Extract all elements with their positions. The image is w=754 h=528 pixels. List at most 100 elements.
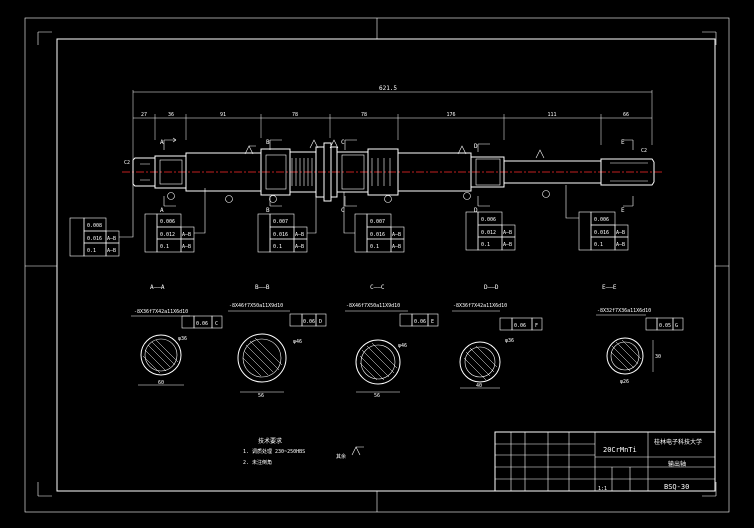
section-a-tol: 0.06 bbox=[196, 321, 208, 327]
section-c-datum: E bbox=[431, 319, 434, 325]
dim-seg7: 111 bbox=[547, 112, 556, 118]
fcf-left-v1: 0.008 bbox=[87, 223, 102, 229]
fcf-b4-v2: 0.012 bbox=[481, 230, 496, 236]
sheet-inner-border bbox=[56, 38, 716, 492]
fcf-b1-v3: 0.1 bbox=[160, 244, 169, 250]
fcf-b4-d3: A–B bbox=[503, 242, 512, 248]
chamfer-left: C2 bbox=[124, 160, 130, 166]
notes-line1: 1. 调质处理 230~250HBS bbox=[243, 448, 305, 455]
section-c-spec: -8X46f7X50a11X9d10 bbox=[346, 303, 400, 309]
notes-heading: 技术要求 bbox=[258, 437, 282, 445]
section-d-tol: 0.06 bbox=[514, 323, 526, 329]
dim-seg5: 78 bbox=[361, 112, 367, 118]
title-scale: 1:1 bbox=[598, 486, 607, 492]
section-b-spec: -8X46f7X50a11X9d10 bbox=[229, 303, 283, 309]
svg-text:C: C bbox=[341, 207, 345, 214]
section-c-width: 56 bbox=[374, 393, 380, 399]
fcf-left-d3: A–B bbox=[107, 248, 116, 254]
section-b-width: 56 bbox=[258, 393, 264, 399]
svg-text:C: C bbox=[341, 139, 345, 146]
fcf-b1-v1: 0.006 bbox=[160, 219, 175, 225]
section-d-datum: F bbox=[535, 323, 538, 329]
technical-notes: 技术要求 1. 调质处理 230~250HBS 2. 未注倒角 其余 bbox=[243, 437, 364, 466]
fcf-b4-d2: A–B bbox=[503, 230, 512, 236]
title-material: 20CrMnTi bbox=[603, 446, 637, 454]
fcf-b3-d2: A–B bbox=[392, 232, 401, 238]
fcf-block-4: 0.006 0.012 0.1 A–B A–B bbox=[465, 211, 516, 251]
fcf-b2-d2: A–B bbox=[295, 232, 304, 238]
fcf-b3-v1: 0.007 bbox=[370, 219, 385, 225]
section-b-tol: 0.06 bbox=[303, 319, 315, 325]
svg-text:D: D bbox=[474, 143, 478, 150]
svg-text:D: D bbox=[474, 207, 478, 214]
section-view-e: E——E -8X32f7X36a11X6d10 0.05 G 30 φ26 bbox=[596, 284, 684, 385]
fcf-b1-d2: A–B bbox=[182, 232, 191, 238]
section-c-dia: φ46 bbox=[398, 343, 407, 349]
dim-seg8: 66 bbox=[623, 112, 629, 118]
fcf-left: 0.008 0.016 0.1 A–B A–B bbox=[69, 184, 134, 257]
section-e-width: 30 bbox=[655, 354, 661, 360]
section-view-d: D——D -8X36f7X42a11X6d10 0.06 F 40 φ36 bbox=[452, 284, 543, 389]
section-a-title: A——A bbox=[150, 284, 165, 291]
section-c-tol: 0.06 bbox=[414, 319, 426, 325]
corner-trim-marks bbox=[25, 18, 729, 512]
fcf-b1-d3: A–B bbox=[182, 244, 191, 250]
shaft-main-view: A A B B C C D D E E bbox=[122, 137, 664, 214]
fcf-b4-v1: 0.006 bbox=[481, 217, 496, 223]
section-d-title: D——D bbox=[484, 284, 499, 291]
fcf-block-3: 0.007 0.016 0.1 A–B A–B bbox=[343, 192, 405, 253]
overall-length-label: 621.5 bbox=[379, 85, 397, 92]
section-view-a: A——A -8X36f7X42a11X6d10 0.06 C 60 φ36 bbox=[131, 284, 223, 386]
section-e-datum: G bbox=[675, 323, 678, 329]
dim-seg3: 91 bbox=[220, 112, 226, 118]
roughness-other: 其余 bbox=[336, 453, 346, 460]
overall-dimension: 621.5 bbox=[132, 85, 653, 165]
dim-seg1: 27 bbox=[141, 112, 147, 118]
fcf-b5-v1: 0.006 bbox=[594, 217, 609, 223]
fcf-b2-v3: 0.1 bbox=[273, 244, 282, 250]
svg-text:A: A bbox=[160, 207, 164, 214]
fcf-b4-v3: 0.1 bbox=[481, 242, 490, 248]
svg-text:E: E bbox=[621, 207, 625, 214]
section-e-dia: φ26 bbox=[620, 379, 629, 385]
fcf-left-d2: A–B bbox=[107, 236, 116, 242]
dim-seg2: 36 bbox=[168, 112, 174, 118]
section-a-datum: C bbox=[215, 321, 218, 327]
fcf-block-2: 0.007 0.016 0.1 A–B A–B bbox=[257, 192, 317, 253]
section-d-spec: -8X36f7X42a11X6d10 bbox=[453, 303, 507, 309]
section-view-b: B——B -8X46f7X50a11X9d10 0.06 D 56 φ46 bbox=[228, 284, 327, 399]
fcf-b2-d3: A–B bbox=[295, 244, 304, 250]
title-drawing-no: BSQ-30 bbox=[664, 483, 689, 491]
section-a-width: 60 bbox=[158, 380, 164, 386]
svg-text:B: B bbox=[266, 139, 270, 146]
fcf-b5-v3: 0.1 bbox=[594, 242, 603, 248]
section-a-dia: φ36 bbox=[178, 336, 187, 342]
segment-dimensions: 27 36 91 78 78 176 111 66 C2 C2 bbox=[124, 112, 652, 166]
svg-text:B: B bbox=[266, 207, 270, 214]
section-c-title: C——C bbox=[370, 284, 385, 291]
section-b-title: B——B bbox=[255, 284, 270, 291]
fcf-left-v3: 0.1 bbox=[87, 248, 96, 254]
fcf-block-5: 0.006 0.016 0.1 A–B A–B bbox=[565, 185, 629, 251]
fcf-b3-v2: 0.016 bbox=[370, 232, 385, 238]
fcf-b5-v2: 0.016 bbox=[594, 230, 609, 236]
notes-line2: 2. 未注倒角 bbox=[243, 459, 272, 466]
section-e-spec: -8X32f7X36a11X6d10 bbox=[597, 308, 651, 314]
section-b-dia: φ46 bbox=[293, 339, 302, 345]
section-view-c: C——C -8X46f7X50a11X9d10 0.06 E 56 φ46 bbox=[345, 284, 439, 399]
fcf-b5-d2: A–B bbox=[616, 230, 625, 236]
section-e-title: E——E bbox=[602, 284, 617, 291]
chamfer-right: C2 bbox=[641, 148, 647, 154]
title-school: 桂林电子科技大学 bbox=[654, 438, 702, 446]
svg-text:A: A bbox=[160, 139, 164, 146]
fcf-b2-v1: 0.007 bbox=[273, 219, 288, 225]
section-b-datum: D bbox=[319, 319, 322, 325]
title-block: 20CrMnTi 桂林电子科技大学 输出轴 1:1 BSQ-30 bbox=[494, 431, 716, 492]
fcf-block-1: 0.006 0.012 0.1 A–B A–B bbox=[144, 188, 206, 253]
section-e-tol: 0.05 bbox=[659, 323, 671, 329]
fcf-left-v2: 0.016 bbox=[87, 236, 102, 242]
section-a-spec: -8X36f7X42a11X6d10 bbox=[134, 309, 188, 315]
svg-text:E: E bbox=[621, 139, 625, 146]
section-d-dia: φ36 bbox=[505, 338, 514, 344]
